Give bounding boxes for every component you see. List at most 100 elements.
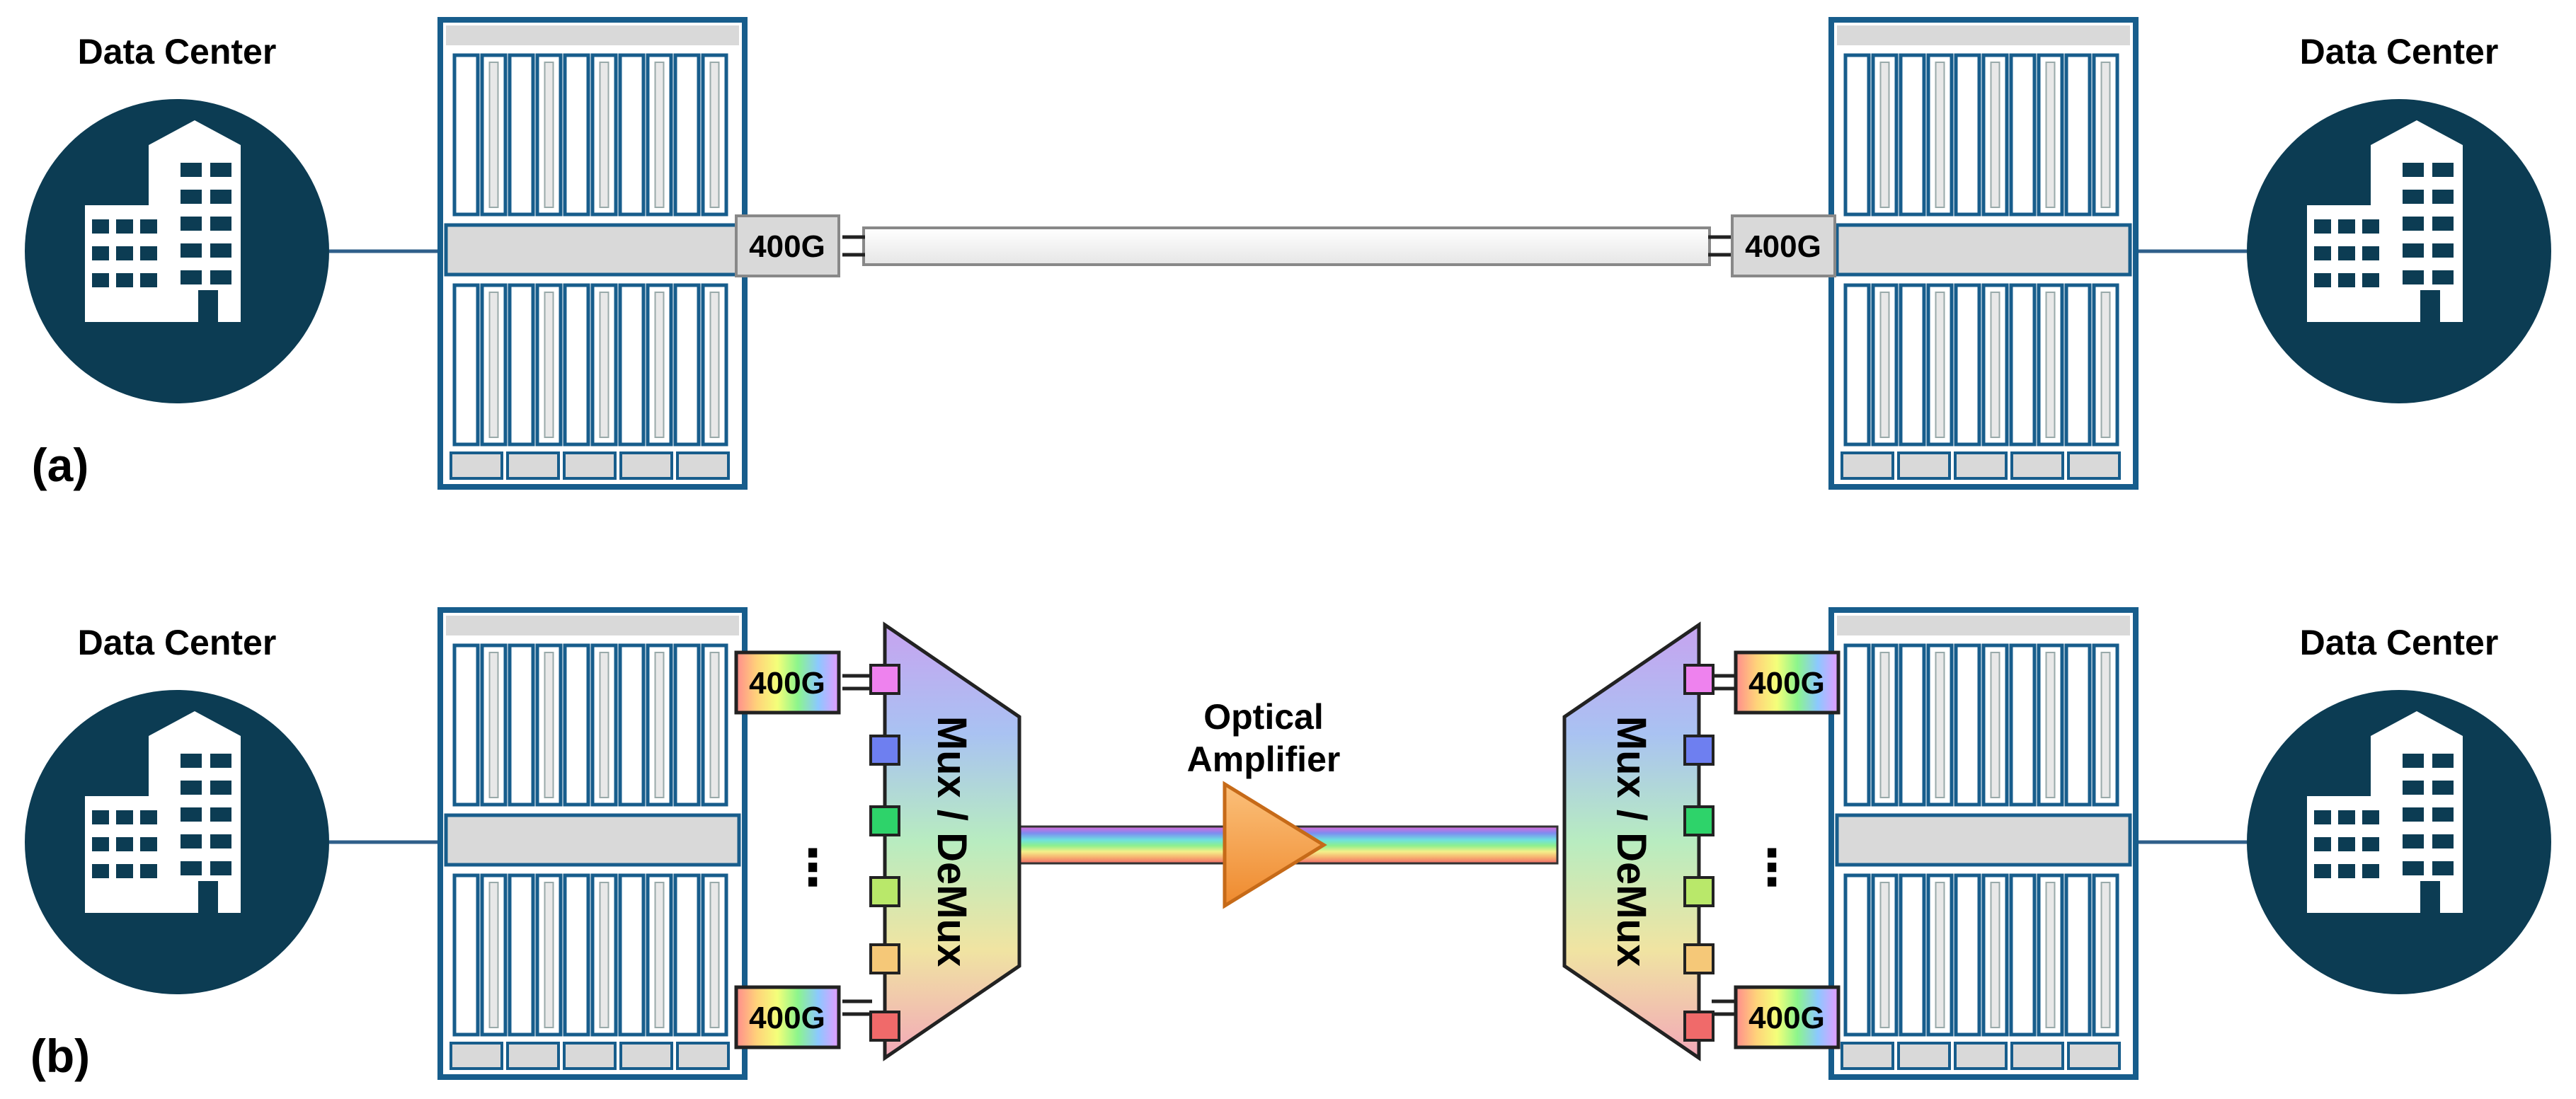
optical-amplifier-icon [1223, 781, 1327, 909]
window [210, 243, 231, 258]
window [2432, 807, 2454, 822]
fan-tray [2010, 451, 2064, 480]
card-module [488, 882, 499, 1028]
card-module [709, 292, 720, 438]
card-module [1935, 62, 1945, 208]
wavelength-port [1683, 805, 1715, 836]
window [210, 190, 231, 204]
window [2432, 834, 2454, 848]
wavelength-port [1683, 876, 1715, 907]
card-module [1990, 62, 2000, 208]
building-door [198, 881, 218, 913]
line-card [452, 643, 480, 807]
building-icon [2307, 711, 2463, 913]
transceiver-box [734, 650, 841, 715]
window [2362, 810, 2379, 824]
card-module [599, 652, 609, 798]
window [2403, 754, 2424, 768]
transceiver-right-a: 400G [1731, 214, 1836, 277]
window [2403, 781, 2424, 795]
window [140, 837, 157, 851]
window [116, 864, 133, 878]
window [2432, 861, 2454, 875]
wavelength-port [1683, 735, 1715, 766]
data-center-label: Data Center [78, 623, 277, 662]
card-module [544, 882, 554, 1028]
line-card [2064, 53, 2092, 217]
window [210, 270, 231, 284]
window [116, 246, 133, 260]
window [140, 273, 157, 287]
card-module [488, 62, 499, 208]
window [210, 781, 231, 795]
window [2432, 190, 2454, 204]
line-card [2009, 643, 2037, 807]
panel-label-a: (a) [32, 439, 89, 491]
line-card [618, 53, 646, 217]
line-card [618, 643, 646, 807]
transceiver-label: 400G [1745, 229, 1821, 264]
card-module [1990, 652, 2000, 798]
card-module [2045, 652, 2056, 798]
fan-tray [676, 1042, 730, 1070]
line-card [1954, 53, 1981, 217]
line-card [673, 643, 701, 807]
card-module [2100, 882, 2111, 1028]
right-data-center-a: Data Center [2247, 32, 2551, 403]
rack-top-bar [446, 25, 739, 45]
window [2432, 781, 2454, 795]
line-card [1843, 53, 1871, 217]
line-card [1954, 873, 1981, 1037]
window [181, 163, 202, 177]
card-module [2100, 652, 2111, 798]
window [2362, 864, 2379, 878]
card-module [1935, 292, 1945, 438]
line-card [508, 53, 535, 217]
window [181, 754, 202, 768]
line-card [1899, 873, 1926, 1037]
mux-label: Mux / DeMux [929, 716, 975, 967]
window [2314, 810, 2331, 824]
fan-tray [1897, 451, 1951, 480]
left-router-b [437, 607, 748, 1080]
window [140, 219, 157, 234]
window [2338, 864, 2355, 878]
window [2403, 270, 2424, 284]
rack-fabric-bar [444, 813, 741, 867]
fan-tray [676, 451, 730, 480]
window [2338, 810, 2355, 824]
wavelength-port [869, 735, 900, 766]
line-card [452, 53, 480, 217]
window [181, 861, 202, 875]
fan-tray [619, 451, 673, 480]
fan-tray [1954, 451, 2008, 480]
window [2362, 273, 2379, 287]
fan-tray [1841, 451, 1894, 480]
line-card [673, 873, 701, 1037]
line-card [1843, 643, 1871, 807]
left-data-center-b: Data Center [25, 623, 329, 994]
transceiver-left-a: 400G [735, 214, 840, 277]
building-door [2420, 290, 2440, 322]
window [2403, 190, 2424, 204]
fan-tray [1954, 1042, 2008, 1070]
building-roof [2371, 120, 2463, 145]
rack-top-bar [1837, 25, 2130, 45]
card-module [709, 882, 720, 1028]
window [2432, 243, 2454, 258]
card-module [1990, 882, 2000, 1028]
card-module [488, 292, 499, 438]
fan-tray [2067, 451, 2121, 480]
window [2338, 219, 2355, 234]
panel-label-b: (b) [30, 1030, 90, 1082]
window [210, 754, 231, 768]
data-center-label: Data Center [2300, 32, 2499, 71]
building-roof [149, 711, 241, 736]
card-module [599, 882, 609, 1028]
transceiver-label: 400G [749, 1001, 825, 1035]
line-card [563, 283, 590, 447]
window [116, 273, 133, 287]
transceiver-box [734, 985, 841, 1049]
window [2314, 837, 2331, 851]
fiber-link [862, 226, 1711, 266]
